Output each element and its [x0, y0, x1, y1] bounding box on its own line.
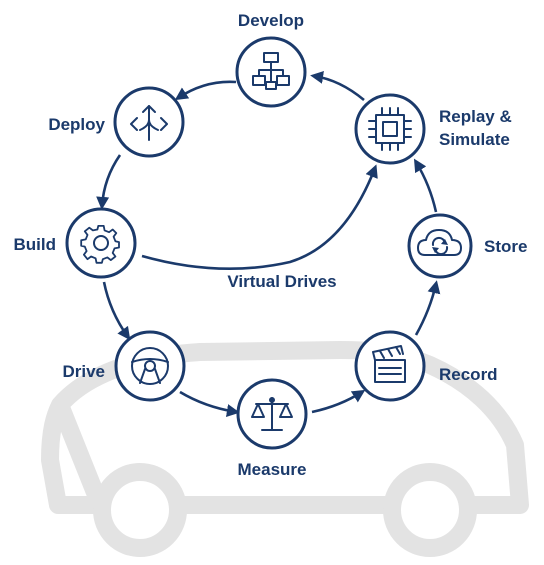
node-deploy: Deploy — [48, 86, 185, 158]
node-label-build: Build — [14, 235, 57, 254]
chip-icon — [368, 107, 412, 151]
arrow-measure-to-record — [311, 389, 366, 414]
node-build: Build — [14, 207, 137, 279]
node-store: Store — [407, 213, 527, 279]
node-label-drive: Drive — [62, 362, 105, 381]
car-outline-background — [41, 341, 529, 557]
split-arrows-icon — [130, 105, 168, 141]
node-develop: Develop — [235, 11, 307, 108]
steering-wheel-icon — [131, 347, 169, 385]
node-label-replay-line1: Replay & — [439, 107, 512, 126]
arrow-virtual-drives — [141, 164, 378, 270]
arrow-store-to-replay — [413, 158, 438, 213]
cloud-sync-icon — [417, 229, 462, 256]
arrow-record-to-store — [414, 280, 441, 336]
car-front-wheel — [383, 463, 477, 557]
gear-icon — [80, 224, 120, 264]
arrow-deploy-to-build — [96, 154, 122, 210]
node-label-record: Record — [439, 365, 498, 384]
node-drive: Drive — [62, 330, 186, 402]
node-label-replay-line2: Simulate — [439, 130, 510, 149]
cycle-arrows — [96, 70, 441, 417]
clapperboard-icon — [372, 345, 406, 383]
arrow-develop-to-deploy — [174, 80, 237, 101]
node-measure: Measure — [236, 378, 308, 479]
node-record: Record — [354, 330, 498, 402]
scale-icon — [251, 397, 293, 431]
arrow-replay-to-develop — [310, 70, 365, 101]
edge-label-virtual-drives: Virtual Drives — [227, 272, 336, 291]
node-label-develop: Develop — [238, 11, 304, 30]
arrow-build-to-drive — [102, 281, 131, 341]
arrow-drive-to-measure — [179, 390, 240, 417]
node-replay-simulate: Replay & Simulate — [354, 93, 512, 165]
node-label-measure: Measure — [238, 460, 307, 479]
node-label-store: Store — [484, 237, 527, 256]
node-label-deploy: Deploy — [48, 115, 105, 134]
car-rear-wheel — [93, 463, 187, 557]
hierarchy-icon — [252, 52, 290, 90]
